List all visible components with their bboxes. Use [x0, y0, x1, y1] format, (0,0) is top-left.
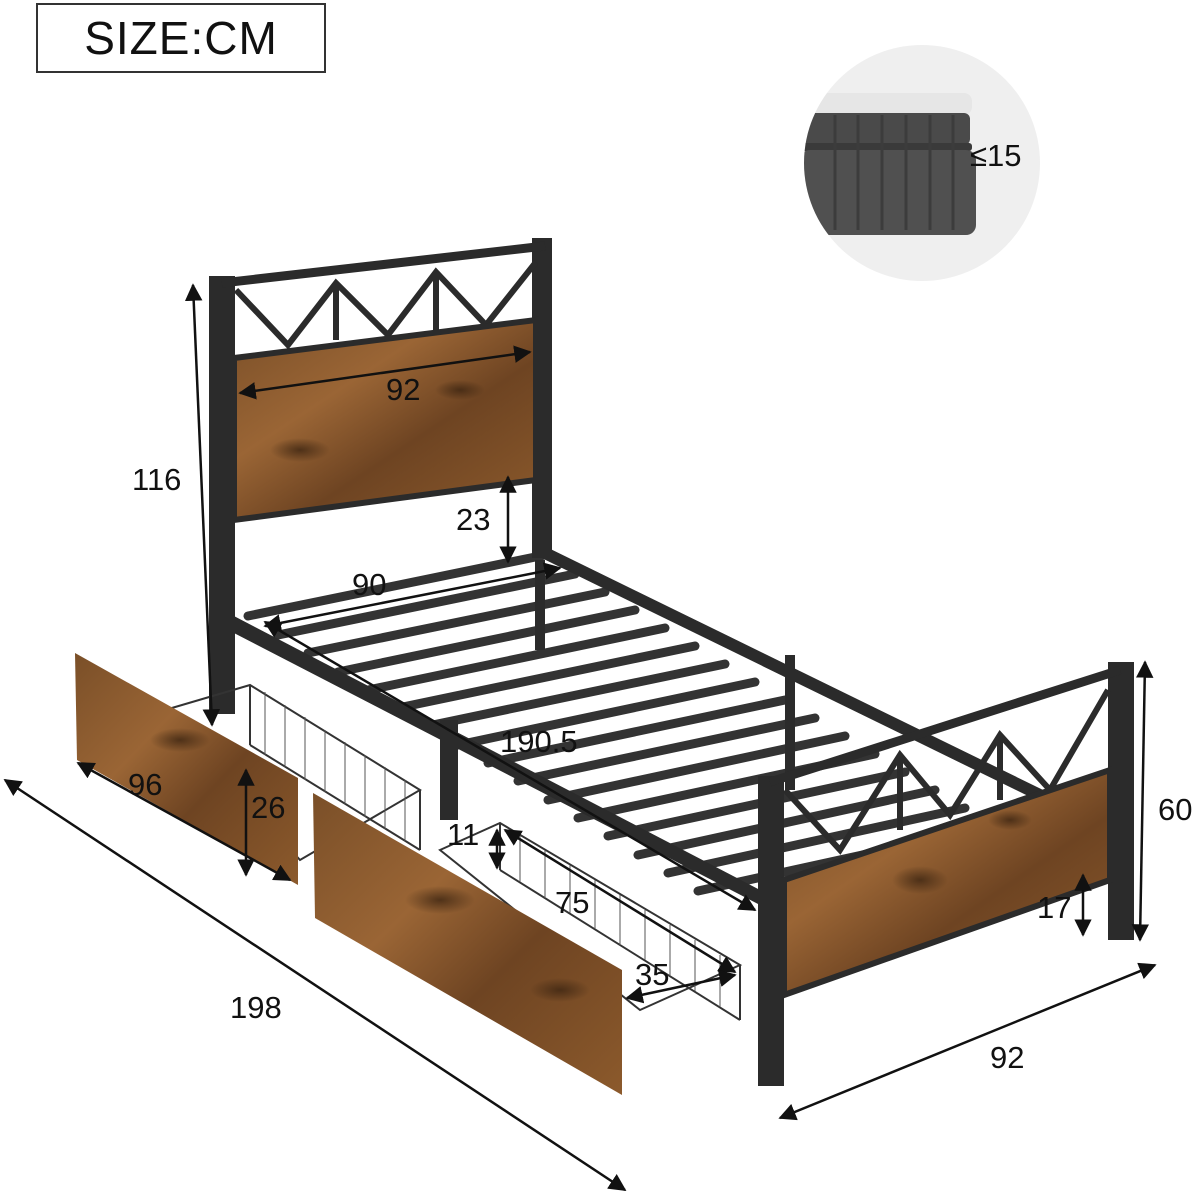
unit-label: SIZE:CM: [84, 12, 278, 64]
headboard-width-arrow: [238, 345, 532, 400]
basket-width-label: 35: [635, 957, 669, 992]
inner-width-label: 90: [352, 567, 386, 602]
overall-width-label: 92: [990, 1040, 1024, 1075]
drawer-front-width-label: 96: [128, 767, 162, 802]
footboard-height-label: 60: [1158, 792, 1192, 827]
mattress-thickness-label: ≤15: [970, 138, 1022, 173]
basket-length-label: 75: [555, 885, 589, 920]
footboard-height-arrow: [1131, 660, 1154, 942]
overall-length-arrow: [3, 778, 627, 1192]
footboard: [758, 662, 1134, 1086]
overall-width-arrow: [778, 962, 1157, 1121]
overall-height-label: 116: [132, 462, 181, 497]
drawer-right: [313, 793, 743, 1095]
mattress-inset: ≤15: [804, 45, 1040, 281]
inner-width-arrow: [263, 562, 562, 632]
overall-length-label: 198: [230, 990, 282, 1025]
drawer-front-height-label: 26: [251, 790, 285, 825]
footboard-clearance-label: 17: [1037, 890, 1071, 925]
headboard-clearance-label: 23: [456, 502, 490, 537]
basket-height-label: 11: [447, 817, 479, 852]
basket-width-arrow: [625, 969, 737, 1004]
overall-height-arrow: [184, 283, 221, 727]
unit-badge: SIZE:CM: [36, 3, 326, 73]
headboard-width-label: 92: [386, 372, 420, 407]
inner-length-label: 190.5: [500, 724, 578, 759]
dimension-lines: [3, 283, 1157, 1192]
